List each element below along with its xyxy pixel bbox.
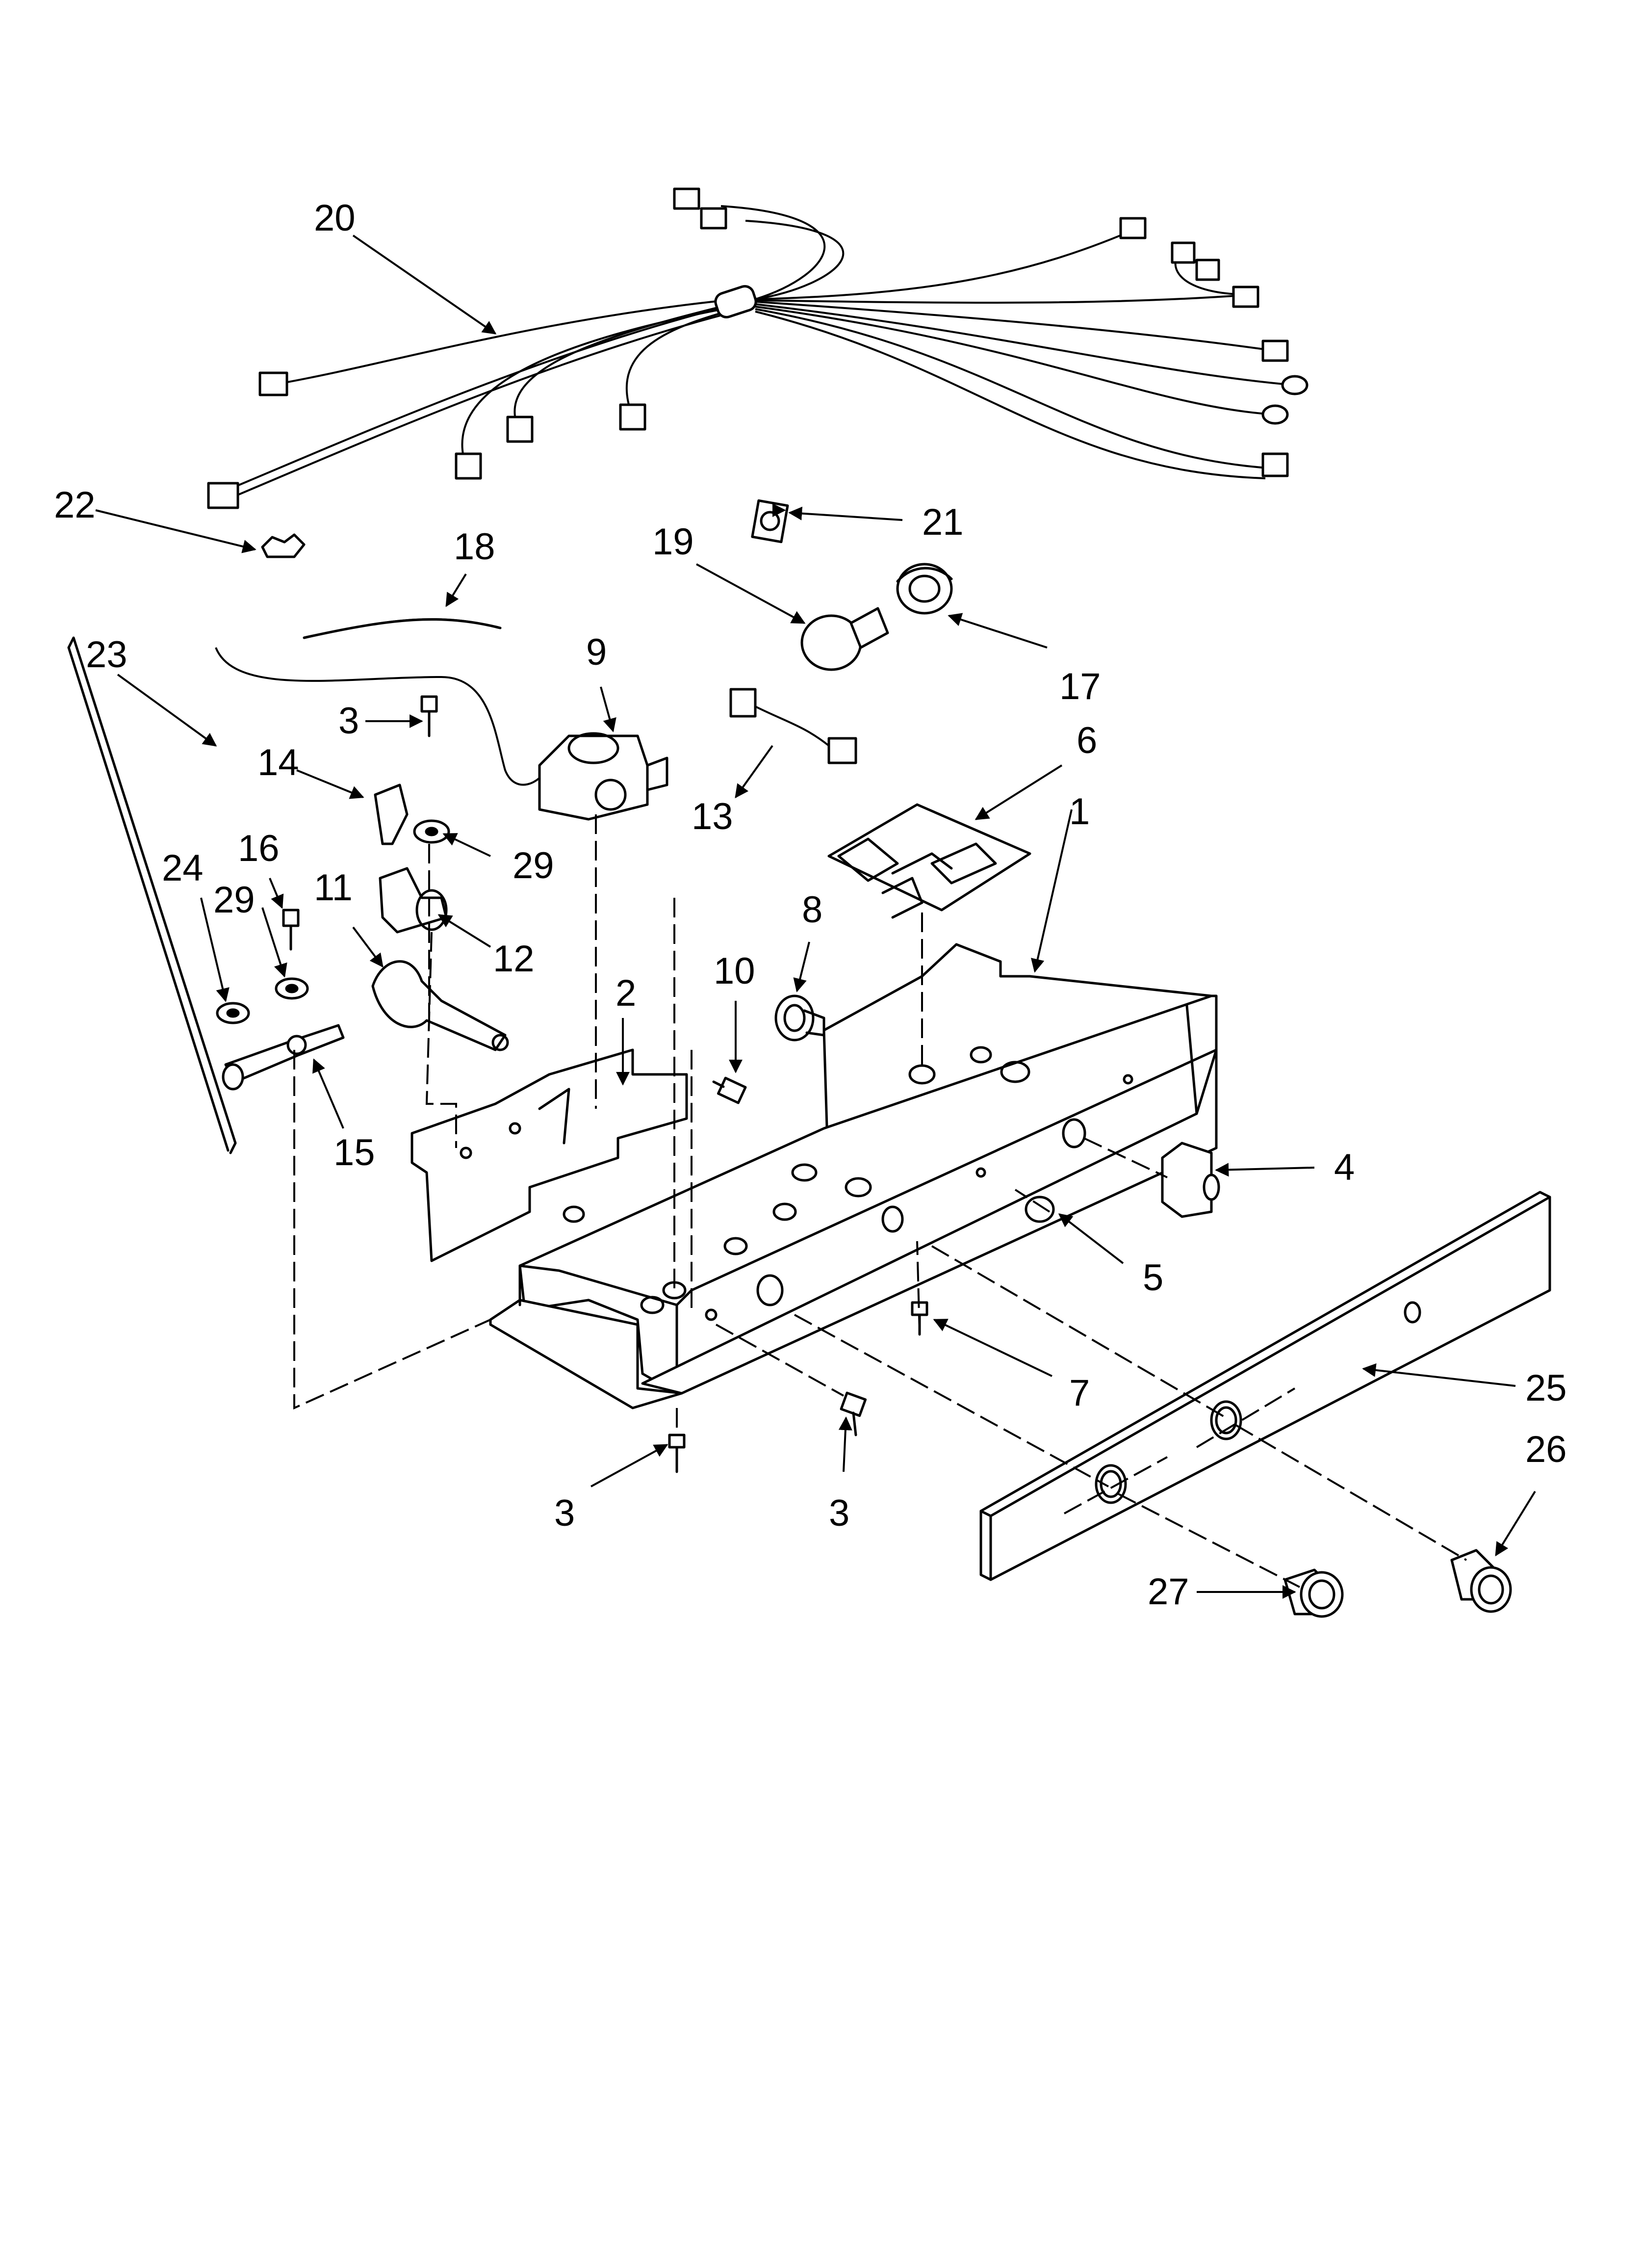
callout-17: 17 xyxy=(1059,666,1101,707)
callout-9: 9 xyxy=(586,631,607,673)
callout-3-lower-right: 3 xyxy=(829,1492,849,1534)
part-5 xyxy=(1025,1196,1055,1223)
callout-23: 23 xyxy=(86,634,128,676)
callout-10: 10 xyxy=(714,950,755,992)
part-14 xyxy=(374,783,409,845)
tube-part-18 xyxy=(215,618,550,786)
wire-pigtail-part-13 xyxy=(729,688,857,764)
grommet-part-8 xyxy=(774,994,825,1042)
control-board-part-6 xyxy=(827,803,1031,919)
screw-part-3-lower-right xyxy=(840,1391,867,1436)
callout-12: 12 xyxy=(493,938,535,980)
knob-part-27 xyxy=(1283,1568,1344,1618)
callout-4: 4 xyxy=(1334,1147,1355,1188)
leader-arrows xyxy=(95,235,1536,1599)
callout-2: 2 xyxy=(616,972,636,1014)
callout-11: 11 xyxy=(314,867,353,909)
lever-part-15 xyxy=(222,1024,345,1091)
callout-8: 8 xyxy=(802,889,822,931)
screw-part-10 xyxy=(712,1076,747,1104)
callout-7: 7 xyxy=(1069,1372,1090,1414)
callout-21: 21 xyxy=(922,501,964,543)
clip-part-22 xyxy=(261,533,306,558)
light-socket-part-17 xyxy=(896,563,953,615)
rod-part-23 xyxy=(67,636,237,1154)
callout-29-upper: 29 xyxy=(513,845,554,886)
screw-part-3-upper xyxy=(420,695,438,737)
washer-part-29-lower xyxy=(275,977,309,1000)
callout-15: 15 xyxy=(334,1132,375,1173)
callout-14: 14 xyxy=(257,742,299,783)
callout-26: 26 xyxy=(1525,1429,1567,1470)
control-housing-part-1 xyxy=(489,943,1218,1409)
screw-part-16 xyxy=(282,909,300,951)
knob-part-26 xyxy=(1450,1549,1512,1613)
washer-part-29-upper xyxy=(413,819,450,844)
callout-16: 16 xyxy=(238,828,280,869)
callout-24: 24 xyxy=(162,847,204,889)
callout-3-upper: 3 xyxy=(338,700,359,742)
callout-27: 27 xyxy=(1148,1571,1189,1613)
callout-22: 22 xyxy=(54,484,96,526)
callout-13: 13 xyxy=(692,796,733,837)
callout-5: 5 xyxy=(1143,1257,1163,1299)
screw-part-3-lower-left xyxy=(668,1434,686,1473)
part-21 xyxy=(751,499,789,544)
callout-6: 6 xyxy=(1077,720,1097,761)
callout-1: 1 xyxy=(1069,791,1090,833)
callout-3-lower-left: 3 xyxy=(554,1492,575,1534)
callout-20: 20 xyxy=(314,197,356,239)
callout-18: 18 xyxy=(454,526,495,568)
bracket-part-2 xyxy=(410,1048,688,1262)
washer-part-24 xyxy=(216,1002,250,1024)
callout-25: 25 xyxy=(1525,1367,1567,1409)
callout-19: 19 xyxy=(652,521,694,563)
thermostat-part-9 xyxy=(538,732,668,821)
callout-29-lower: 29 xyxy=(213,879,255,921)
face-panel-part-25 xyxy=(979,1191,1551,1581)
control-shaft-part-11 xyxy=(371,960,509,1051)
light-bulb-part-19 xyxy=(800,607,889,671)
callout-labels: 20 22 18 21 19 17 23 9 3 6 14 1 13 29 16… xyxy=(54,197,1567,1613)
assembly-lines xyxy=(293,814,1467,1588)
wiring-harness-part-20 xyxy=(207,187,1308,509)
bracket-part-12 xyxy=(379,867,448,934)
switch-part-4 xyxy=(1161,1142,1220,1218)
